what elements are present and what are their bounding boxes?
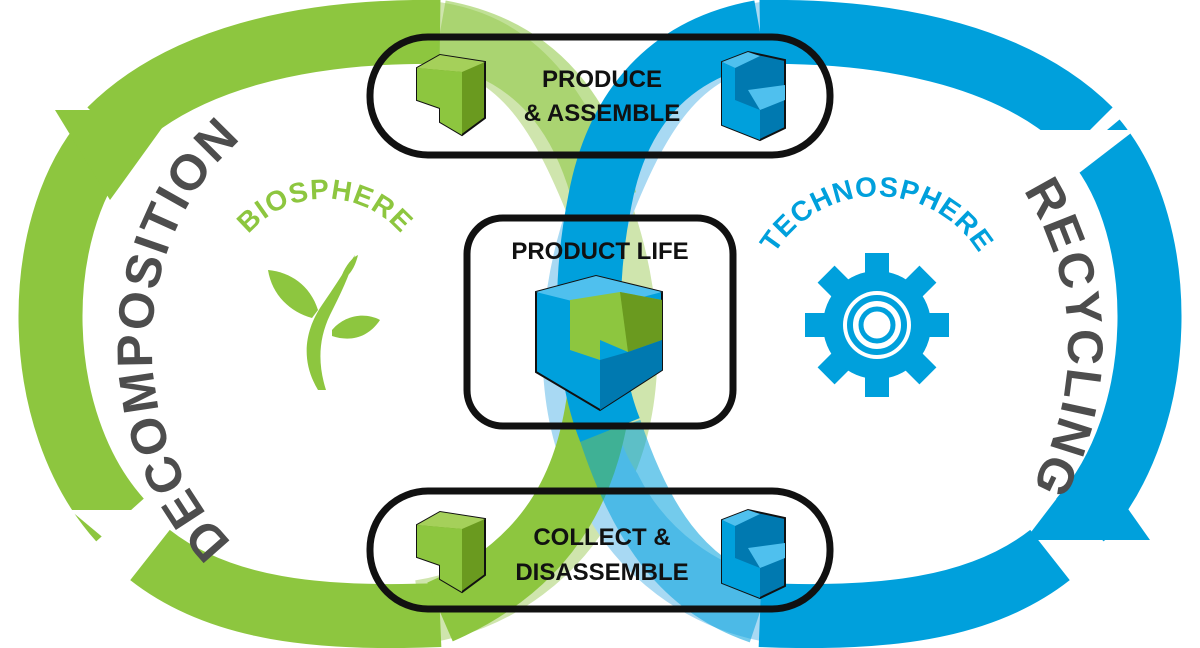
green-loop-top xyxy=(87,0,441,154)
green-arrow-head xyxy=(55,110,175,200)
blue-loop-right xyxy=(1055,119,1182,542)
blue-loop-inner-bottom xyxy=(579,419,772,643)
collect-line2: DISASSEMBLE xyxy=(515,559,688,586)
gear-icon xyxy=(805,253,949,397)
green-block-icon-bottom xyxy=(416,510,486,594)
collect-disassemble-box: COLLECT & DISASSEMBLE xyxy=(366,487,834,613)
biosphere-label: BIOSPHERE xyxy=(231,173,419,238)
collect-line1: COLLECT & xyxy=(533,524,670,551)
green-arrow-notch xyxy=(70,510,190,560)
blue-loop-top xyxy=(759,0,1113,154)
blue-block-icon-bottom xyxy=(721,508,786,600)
produce-line2: & ASSEMBLE xyxy=(524,100,680,127)
produce-assemble-box: PRODUCE & ASSEMBLE xyxy=(366,33,834,159)
blue-arrow-notch xyxy=(1010,130,1135,180)
plant-icon xyxy=(268,255,380,390)
green-block-icon xyxy=(416,53,486,137)
product-cube-icon xyxy=(535,274,663,412)
produce-line1: PRODUCE xyxy=(542,66,662,93)
green-loop-left xyxy=(18,119,145,542)
green-loop-bottom xyxy=(130,529,442,648)
blue-loop-bottom xyxy=(758,529,1070,648)
product-life-label: PRODUCT LIFE xyxy=(511,238,688,265)
blue-arrow-head xyxy=(1025,455,1150,540)
blue-block-icon xyxy=(721,50,786,142)
technosphere-label: TECHNOSPHERE xyxy=(754,171,1000,257)
product-life-box: PRODUCT LIFE xyxy=(463,214,737,430)
